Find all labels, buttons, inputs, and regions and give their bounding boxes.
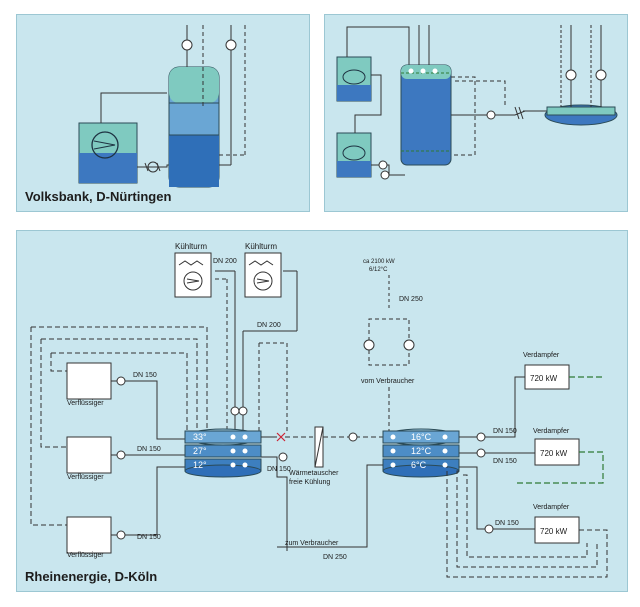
evaporator-3: Verdampfer 720 kW	[533, 504, 580, 544]
dn150-label-1: DN 150	[133, 372, 157, 379]
pump-pipes	[100, 92, 177, 173]
condenser-3-label: Verflüssiger	[67, 552, 104, 559]
tank-right-temp-top: 16°C	[411, 432, 432, 442]
evaporator-1-power: 720 kW	[530, 374, 558, 383]
evaporator-2-power: 720 kW	[540, 449, 568, 458]
cooling-tower-2-label: Kühlturm	[245, 242, 277, 251]
caption-rheinenergie: Rheinenergie, D-Köln	[25, 569, 158, 584]
tank-left-temp-mid: 27°	[193, 446, 207, 456]
tank-right: 16°C 12°C 6°C	[382, 428, 460, 478]
dn250-label-bottom: DN 250	[323, 554, 347, 561]
evaporator-pipes	[446, 376, 608, 578]
evaporator-1: Verdampfer 720 kW	[523, 352, 570, 390]
dn150-label-evap-1: DN 150	[493, 428, 517, 435]
consumer-tank	[544, 25, 618, 126]
panel-top-right	[324, 14, 628, 212]
caption-volksbank: Volksbank, D-Nürtingen	[25, 189, 172, 204]
tank-left-temp-bottom: 12°	[193, 460, 207, 470]
small-chillers	[336, 56, 372, 178]
cooling-tower-1-label: Kühlturm	[175, 242, 207, 251]
condenser-1-label: Verflüssiger	[67, 400, 104, 407]
hx-label-line2: freie Kühlung	[289, 479, 330, 486]
tank-right-temp-bottom: 6°C	[411, 460, 427, 470]
dn250-label-top: DN 250	[399, 296, 423, 303]
capacity-line1: ca 2100 kW	[363, 259, 395, 265]
volksbank-schematic	[78, 25, 246, 188]
dn150-label-evap-2: DN 150	[493, 458, 517, 465]
chiller-pipes	[346, 26, 410, 180]
consumer-pipes	[181, 25, 246, 166]
condenser-2-label: Verflüssiger	[67, 474, 104, 481]
tank-right-temp-mid: 12°C	[411, 446, 432, 456]
evaporator-2-label: Verdampfer	[533, 428, 570, 435]
zum-verbraucher-label: zum Verbraucher	[285, 540, 339, 547]
dn150-label-2: DN 150	[137, 446, 161, 453]
free-cooling-hx: Wärmetauscher freie Kühlung DN 150	[261, 426, 383, 551]
condenser-3: Verflüssiger	[66, 516, 112, 559]
dn150-label-evap-3: DN 150	[495, 520, 519, 527]
rheinenergie-schematic: Kühlturm Kühlturm DN 200 DN 200	[30, 242, 608, 578]
cooling-tower-2: Kühlturm	[244, 242, 282, 298]
panel-volksbank: Volksbank, D-Nürtingen	[16, 14, 310, 212]
dn200-label-2: DN 200	[257, 322, 281, 329]
evaporator-3-power: 720 kW	[540, 527, 568, 536]
top-right-schematic	[336, 25, 618, 180]
evaporator-2: Verdampfer 720 kW	[533, 428, 580, 466]
cooling-tower-1: Kühlturm	[174, 242, 212, 298]
evaporator-1-label: Verdampfer	[523, 352, 560, 359]
panel-rheinenergie: Kühlturm Kühlturm DN 200 DN 200	[16, 230, 628, 592]
condenser-2: Verflüssiger	[66, 436, 112, 481]
hx-label-line1: Wärmetauscher	[289, 470, 339, 477]
condenser-1: Verflüssiger	[66, 362, 112, 407]
tower-pipes	[215, 270, 298, 431]
tank-left-temp-top: 33°	[193, 432, 207, 442]
storage-tank	[168, 66, 220, 188]
condenser-pipes	[30, 326, 208, 540]
tank-left: 33° 27° 12°	[184, 428, 262, 478]
chiller-unit	[78, 122, 138, 184]
consumer-lines: ca 2100 kW 6/12°C DN 250 vom Verbraucher…	[277, 259, 423, 561]
capacity-line2: 6/12°C	[369, 267, 388, 273]
main-tank	[400, 64, 452, 166]
dn150-label-3: DN 150	[137, 534, 161, 541]
evaporator-3-label: Verdampfer	[533, 504, 570, 511]
dn150-label-hx: DN 150	[267, 466, 291, 473]
dn200-label-1: DN 200	[213, 258, 237, 265]
vom-verbraucher-label: vom Verbraucher	[361, 378, 415, 385]
